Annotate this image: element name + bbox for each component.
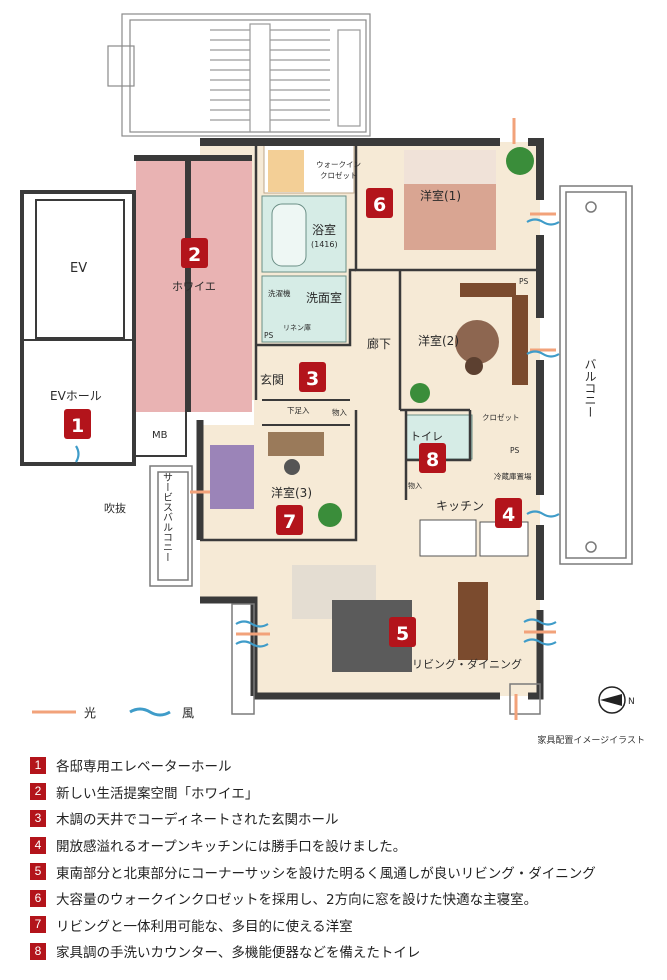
storage-label-2: 物入 [408,481,422,490]
ps-label-2: PS [519,277,529,286]
badge-1-text: 1 [71,415,84,437]
fridge-label: 冷蔵庫置場 [494,471,532,481]
badge-3: 3 [299,362,326,392]
badge-4: 4 [495,498,522,528]
ps-label-3: PS [510,446,520,455]
legend-text: 家具調の手洗いカウンター、多機能便器などを備えたトイレ [56,945,421,962]
storage-label-1: 物入 [332,407,347,417]
service-balcony [149,465,541,715]
legend-num: 5 [30,863,46,881]
badge-1: 1 [64,409,91,439]
legend-text: 新しい生活提案空間「ホワイエ」 [56,785,259,802]
legend-item: 2 新しい生活提案空間「ホワイエ」 [30,779,596,806]
shoe-box-label: 下足入 [287,406,310,415]
legend-item: 6 大容量のウォークインクロゼットを採用し、2方向に窓を設けた快適な主寝室。 [30,885,596,912]
badge-7-text: 7 [283,511,296,533]
north-arrow-icon [600,694,622,706]
legend-text: リビングと一体利用可能な、多目的に使える洋室 [56,918,353,935]
legend-item: 1 各邸専用エレベーターホール [30,752,596,779]
service-balcony-label: サービスバルコニー [161,472,173,562]
legend-text: 木調の天井でコーディネートされた玄関ホール [56,812,339,829]
legend-text: 大容量のウォークインクロゼットを採用し、2方向に窓を設けた快適な主寝室。 [56,892,538,909]
balcony-label: バルコニー [583,358,597,418]
ps-label: PS [264,331,274,340]
badge-8: 8 [419,443,446,473]
hallway-label: 廊下 [367,336,391,351]
badge-3-text: 3 [306,368,319,390]
legend-num: 2 [30,783,46,801]
legend-item: 7 リビングと一体利用可能な、多目的に使える洋室 [30,912,596,939]
light-key-label: 光 [84,706,97,720]
western2-label: 洋室(2) [418,333,459,348]
legend-num: 6 [30,889,46,907]
linen-label: リネン庫 [283,323,311,332]
stair-shaft [107,13,371,137]
feature-legend: 1 各邸専用エレベーターホール 2 新しい生活提案空間「ホワイエ」 3 木調の天井でコ… [30,752,596,965]
living-dining-label: リビング・ダイニング [412,657,522,671]
legend-num: 8 [30,942,46,960]
legend-text: 開放感溢れるオープンキッチンには勝手口を設けました。 [56,839,407,856]
badge-5: 5 [389,617,416,647]
washer-label: 洗濯機 [268,288,291,298]
foyer-label: ホワイエ [172,280,216,293]
kitchen-label: キッチン [436,499,484,513]
bathroom-label: 浴室 [312,222,336,237]
wet-areas [261,144,473,460]
legend-item: 5 東南部分と北東部分にコーナーサッシを設けた明るく風通しが良いリビング・ダイニン… [30,858,596,885]
badge-5-text: 5 [396,623,409,645]
legend-item: 4 開放感溢れるオープンキッチンには勝手口を設けました。 [30,832,596,859]
entrance-label: 玄関 [260,372,284,387]
balcony [559,185,633,565]
wind-key-label: 風 [182,706,195,720]
wic-label-2: クロゼット [320,170,358,180]
legend-key [32,707,171,717]
light-arrows [190,118,556,720]
wind-arrows [75,218,560,648]
north-label: N [628,697,635,707]
closet-label: クロゼット [482,412,520,422]
badge-6: 6 [366,188,393,218]
room-labels: ウォークイン クロゼット 洋室(1) 洋室(2) 洋室(3) EV ホワイエ 浴… [50,160,597,671]
legend-num: 1 [30,756,46,774]
legend-num: 3 [30,809,46,827]
badge-2-text: 2 [188,244,201,266]
badge-2: 2 [181,238,208,268]
western3-label: 洋室(3) [271,485,312,500]
legend-item: 8 家具調の手洗いカウンター、多機能便器などを備えたトイレ [30,938,596,965]
ev-hall-label: EVホール [50,389,102,403]
legend-text: 各邸専用エレベーターホール [56,759,232,776]
western1-label: 洋室(1) [420,188,461,203]
void-label: 吹抜 [104,501,126,515]
toilet-label: トイレ [410,430,443,443]
wic-label-1: ウォークイン [316,160,361,169]
legend-text: 東南部分と北東部分にコーナーサッシを設けた明るく風通しが良いリビング・ダイニング [56,865,596,882]
wind-key-arrow [129,707,171,717]
floor-plan: ウォークイン クロゼット 洋室(1) 洋室(2) 洋室(3) EV ホワイエ 浴… [20,13,635,720]
washroom-label: 洗面室 [306,290,342,305]
walls [133,138,544,700]
legend-item: 3 木調の天井でコーディネートされた玄関ホール [30,805,596,832]
badge-6-text: 6 [373,194,386,216]
mb-label: MB [152,430,168,441]
legend-num: 4 [30,836,46,854]
north-indicator: N [598,686,635,714]
badge-4-text: 4 [502,504,515,526]
legend-num: 7 [30,916,46,934]
badge-8-text: 8 [426,449,439,471]
ev-label: EV [70,261,87,276]
furniture [210,147,534,672]
bathroom-size-label: (1416) [311,240,338,249]
furniture-note: 家具配置イメージイラスト [537,736,645,746]
badge-7: 7 [276,505,303,535]
